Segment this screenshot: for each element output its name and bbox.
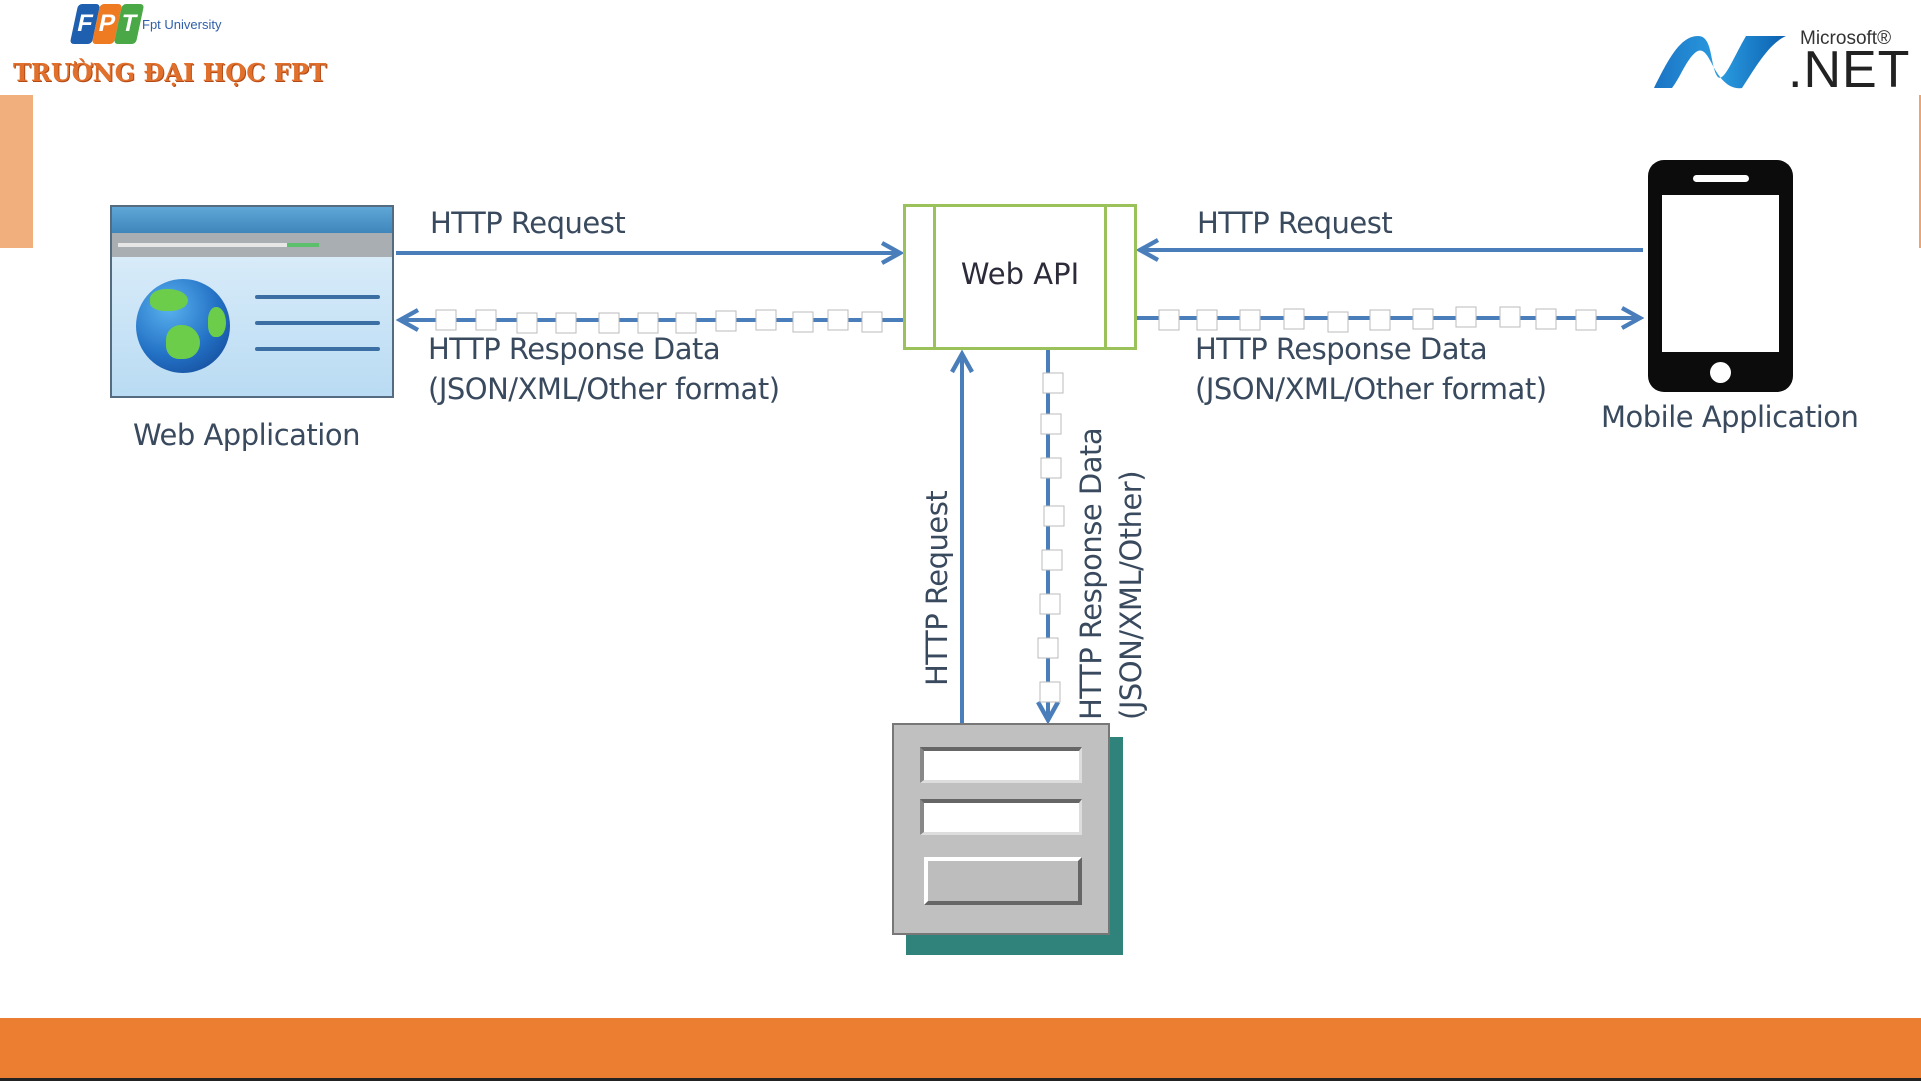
phone-home-button bbox=[1710, 362, 1731, 383]
globe-icon bbox=[136, 279, 230, 373]
browser-progress bbox=[287, 243, 319, 247]
web-application-icon bbox=[110, 205, 394, 398]
form-request-label: HTTP Request bbox=[920, 491, 954, 686]
web-application-label: Web Application bbox=[133, 418, 360, 452]
form-button bbox=[924, 857, 1082, 905]
mobile-response-label-1: HTTP Response Data bbox=[1195, 332, 1487, 366]
browser-title-bar bbox=[112, 207, 392, 233]
form-field bbox=[920, 799, 1082, 835]
form-response-label-1: HTTP Response Data bbox=[1074, 428, 1108, 720]
web-response-label-1: HTTP Response Data bbox=[428, 332, 720, 366]
mobile-response-label-2: (JSON/XML/Other format) bbox=[1195, 372, 1547, 406]
web-request-label: HTTP Request bbox=[430, 206, 625, 240]
smartphone-icon bbox=[1648, 160, 1793, 392]
phone-speaker bbox=[1693, 175, 1749, 182]
mobile-request-label: HTTP Request bbox=[1197, 206, 1392, 240]
text-line bbox=[255, 321, 380, 325]
form-window-icon bbox=[892, 723, 1110, 935]
footer-bar bbox=[0, 1018, 1921, 1078]
phone-screen bbox=[1662, 195, 1779, 352]
text-line bbox=[255, 347, 380, 351]
web-response-label-2: (JSON/XML/Other format) bbox=[428, 372, 780, 406]
form-response-packets bbox=[1038, 373, 1064, 702]
web-api-node: Web API bbox=[903, 204, 1137, 350]
form-field bbox=[920, 747, 1082, 783]
text-line bbox=[255, 295, 380, 299]
web-api-label: Web API bbox=[906, 257, 1134, 291]
form-response-label-2: (JSON/XML/Other) bbox=[1114, 471, 1148, 720]
browser-url-line bbox=[118, 243, 290, 247]
mobile-application-label: Mobile Application bbox=[1601, 400, 1858, 434]
